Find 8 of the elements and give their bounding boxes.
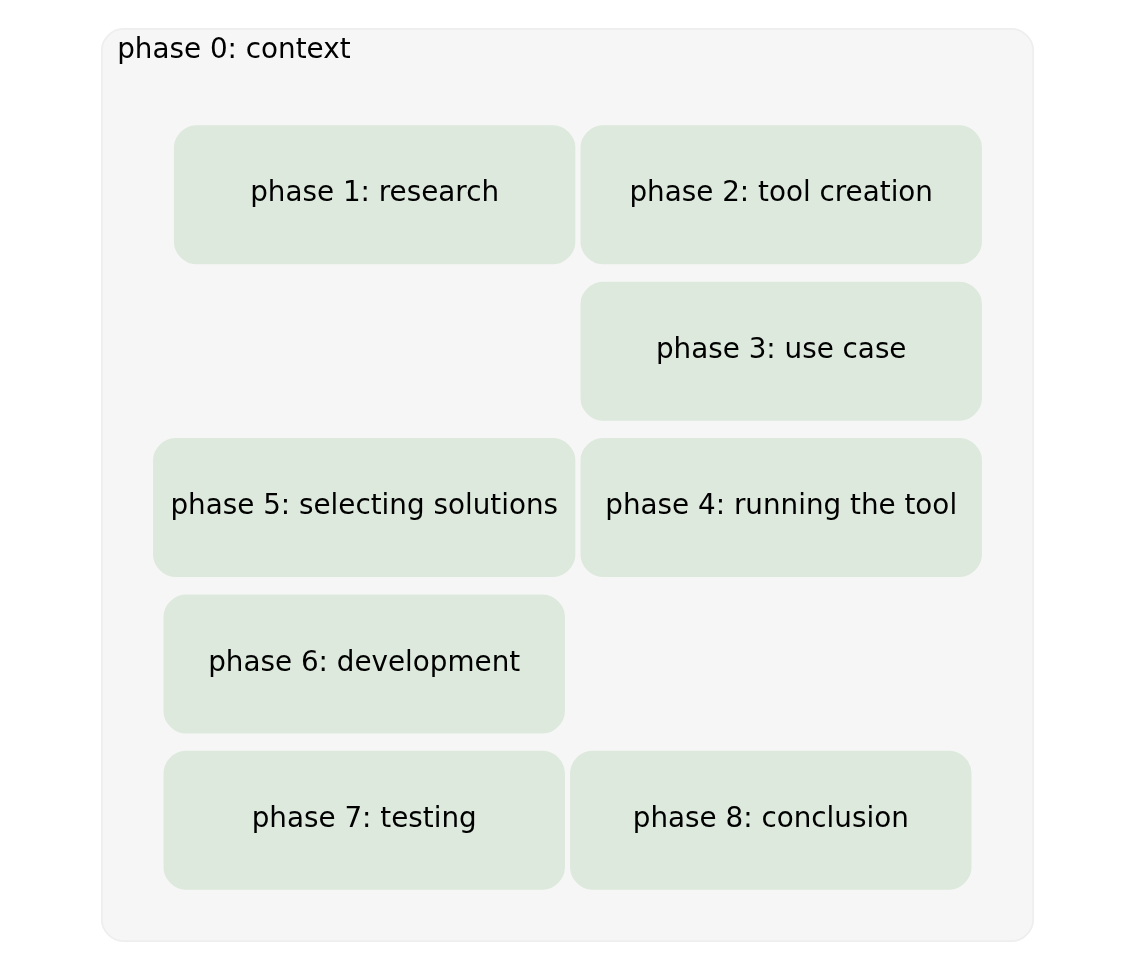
node-box: phase 4: running the tool (580, 438, 982, 578)
node-box: phase 7: testing (163, 750, 565, 890)
node-box: phase 2: tool creation (580, 125, 982, 265)
node-box: phase 6: development (163, 594, 565, 734)
node-box: phase 5: selecting solutions (153, 438, 576, 578)
node-box: phase 8: conclusion (570, 750, 972, 890)
node-box: phase 1: research (173, 125, 576, 265)
node-box: phase 3: use case (580, 281, 982, 421)
